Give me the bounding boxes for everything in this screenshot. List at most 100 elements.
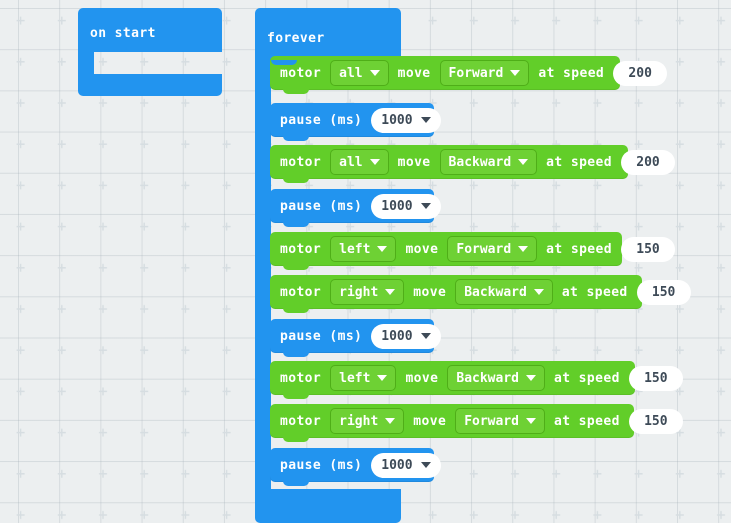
motor-speed-field[interactable]: 150 <box>621 236 675 262</box>
motor-direction-dropdown[interactable]: Forward <box>455 408 545 434</box>
pause-label: pause (ms) <box>280 328 363 344</box>
motor-label: motor <box>280 65 322 81</box>
block-pause-1000-d[interactable]: pause (ms) 1000 <box>270 448 441 486</box>
chevron-down-icon <box>420 333 431 339</box>
chevron-down-icon <box>385 418 396 424</box>
at-speed-label: at speed <box>546 154 612 170</box>
on-start-label: on start <box>90 26 156 41</box>
at-speed-label: at speed <box>538 65 605 81</box>
motor-target-value: left <box>339 241 371 257</box>
motor-direction-dropdown[interactable]: Forward <box>447 236 538 262</box>
motor-target-dropdown[interactable]: right <box>330 408 405 434</box>
block-notch <box>283 136 309 141</box>
chevron-down-icon <box>420 462 431 468</box>
motor-speed-field[interactable]: 150 <box>628 408 683 434</box>
block-notch <box>283 222 309 227</box>
motor-direction-value: Forward <box>464 413 519 429</box>
block-notch <box>283 394 309 399</box>
block-notch <box>283 89 309 94</box>
motor-direction-dropdown[interactable]: Backward <box>439 149 538 175</box>
move-label: move <box>397 65 431 81</box>
chevron-down-icon <box>518 246 529 252</box>
motor-direction-value: Backward <box>456 370 519 386</box>
block-notch <box>283 481 309 486</box>
chevron-down-icon <box>533 289 544 295</box>
chevron-down-icon <box>385 289 396 295</box>
motor-label: motor <box>280 284 322 300</box>
block-pause-1000-c[interactable]: pause (ms) 1000 <box>270 319 441 357</box>
chevron-down-icon <box>420 117 431 123</box>
forever-head-notch <box>271 60 297 65</box>
pause-duration-value: 1000 <box>381 328 413 344</box>
motor-direction-value: Backward <box>464 284 527 300</box>
at-speed-label: at speed <box>561 284 628 300</box>
motor-speed-field[interactable]: 200 <box>613 60 668 86</box>
forever-foot-notch <box>271 489 297 494</box>
motor-target-dropdown[interactable]: left <box>330 365 397 391</box>
move-label: move <box>397 154 431 170</box>
at-speed-label: at speed <box>554 413 620 429</box>
pause-duration-field[interactable]: 1000 <box>371 193 441 219</box>
move-label: move <box>405 370 439 386</box>
move-label: move <box>413 413 447 429</box>
chevron-down-icon <box>518 159 529 165</box>
move-label: move <box>413 284 447 300</box>
motor-speed-field[interactable]: 150 <box>636 279 691 305</box>
chevron-down-icon <box>420 203 431 209</box>
pause-duration-field[interactable]: 1000 <box>371 323 441 349</box>
motor-target-value: right <box>339 284 379 300</box>
block-pause-1000-b[interactable]: pause (ms) 1000 <box>270 189 441 227</box>
motor-target-dropdown[interactable]: left <box>330 236 397 262</box>
block-notch <box>283 308 309 313</box>
block-motor-left-backward-150[interactable]: motor left move Backward at speed 150 <box>270 361 683 399</box>
block-notch <box>283 178 309 183</box>
motor-target-dropdown[interactable]: right <box>330 279 405 305</box>
forever-label: forever <box>267 31 325 46</box>
chevron-down-icon <box>526 418 536 424</box>
block-notch <box>283 437 309 442</box>
block-notch <box>283 265 309 270</box>
block-motor-left-forward-150[interactable]: motor left move Forward at speed 150 <box>270 232 675 270</box>
pause-label: pause (ms) <box>280 198 363 214</box>
pause-duration-value: 1000 <box>381 198 413 214</box>
at-speed-label: at speed <box>554 370 620 386</box>
motor-target-value: all <box>339 154 363 170</box>
motor-target-dropdown[interactable]: all <box>330 149 389 175</box>
motor-target-dropdown[interactable]: all <box>330 60 389 86</box>
motor-direction-value: Forward <box>448 65 504 81</box>
pause-duration-value: 1000 <box>381 112 413 128</box>
motor-speed-field[interactable]: 150 <box>628 365 683 391</box>
motor-direction-dropdown[interactable]: Forward <box>439 60 530 86</box>
chevron-down-icon <box>369 159 380 165</box>
block-motor-all-backward-200[interactable]: motor all move Backward at speed 200 <box>270 145 675 183</box>
forever-footer <box>255 489 401 523</box>
pause-duration-value: 1000 <box>381 457 413 473</box>
pause-label: pause (ms) <box>280 457 363 473</box>
block-motor-all-forward-200[interactable]: motor all move Forward at speed 200 <box>270 56 668 94</box>
on-start-footer <box>78 74 222 96</box>
forever-spine <box>255 54 271 489</box>
pause-duration-field[interactable]: 1000 <box>371 107 441 133</box>
chevron-down-icon <box>369 70 380 76</box>
block-pause-1000-a[interactable]: pause (ms) 1000 <box>270 103 441 141</box>
block-motor-right-backward-150[interactable]: motor right move Backward at speed 150 <box>270 275 691 313</box>
chevron-down-icon <box>377 246 388 252</box>
motor-speed-field[interactable]: 200 <box>621 149 675 175</box>
motor-target-value: right <box>339 413 379 429</box>
block-notch <box>283 352 309 357</box>
move-label: move <box>405 241 439 257</box>
motor-label: motor <box>280 370 322 386</box>
motor-label: motor <box>280 154 322 170</box>
motor-direction-value: Forward <box>456 241 512 257</box>
motor-direction-dropdown[interactable]: Backward <box>447 365 545 391</box>
chevron-down-icon <box>377 375 388 381</box>
motor-direction-dropdown[interactable]: Backward <box>455 279 553 305</box>
pause-duration-field[interactable]: 1000 <box>371 452 441 478</box>
motor-label: motor <box>280 413 322 429</box>
on-start-spine <box>78 48 94 76</box>
at-speed-label: at speed <box>546 241 612 257</box>
block-motor-right-forward-150[interactable]: motor right move Forward at speed 150 <box>270 404 683 442</box>
block-on-start[interactable]: on start <box>78 8 222 96</box>
chevron-down-icon <box>510 70 521 76</box>
